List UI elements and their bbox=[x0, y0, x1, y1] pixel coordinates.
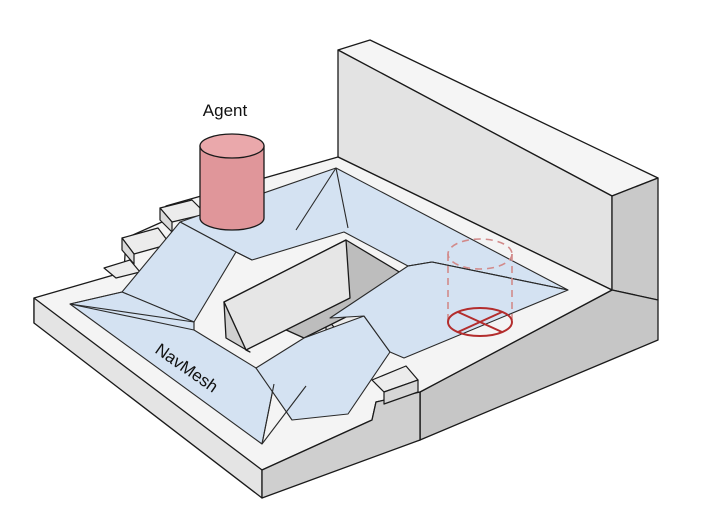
platform-front-right bbox=[261, 391, 421, 499]
agent-label: Agent bbox=[203, 101, 248, 120]
agent-cylinder bbox=[199, 133, 265, 231]
navmesh bbox=[69, 167, 569, 445]
back-wall bbox=[337, 39, 659, 301]
agent-top bbox=[199, 133, 265, 159]
left-steps bbox=[103, 199, 207, 279]
goal-cross-icon bbox=[447, 307, 513, 337]
agent-body bbox=[199, 145, 265, 231]
target-marker bbox=[447, 238, 513, 337]
back-wall-side bbox=[611, 177, 659, 301]
